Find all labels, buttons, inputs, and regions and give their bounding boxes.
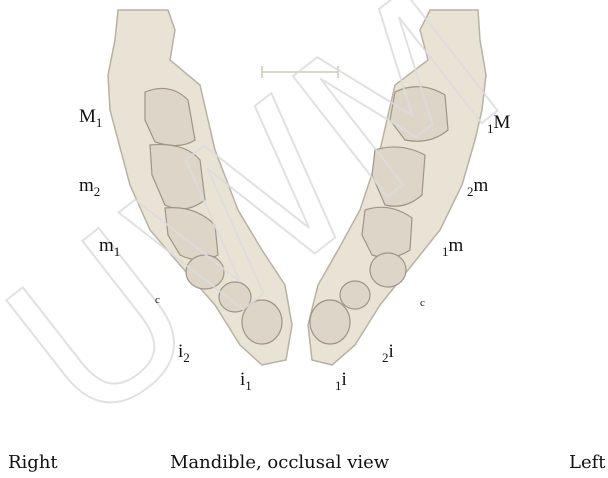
caption-title: Mandible, occlusal view bbox=[170, 452, 389, 473]
label-left-m2: 2m bbox=[467, 176, 488, 198]
label-right-m2: m2 bbox=[79, 176, 100, 198]
label-right-i2: i2 bbox=[178, 342, 190, 364]
caption-right: Right bbox=[8, 452, 58, 473]
label-left-i1: 1i bbox=[335, 370, 347, 392]
label-right-c: c bbox=[155, 295, 160, 306]
caption-left: Left bbox=[569, 452, 606, 473]
label-left-c: c bbox=[420, 298, 425, 309]
label-left-i2: 2i bbox=[382, 342, 394, 364]
label-right-m1: m1 bbox=[99, 236, 120, 258]
label-left-M1: 1M bbox=[487, 113, 510, 135]
label-right-M1: M1 bbox=[79, 107, 102, 129]
label-left-m1: 1m bbox=[442, 236, 463, 258]
label-right-i1: i1 bbox=[240, 370, 252, 392]
